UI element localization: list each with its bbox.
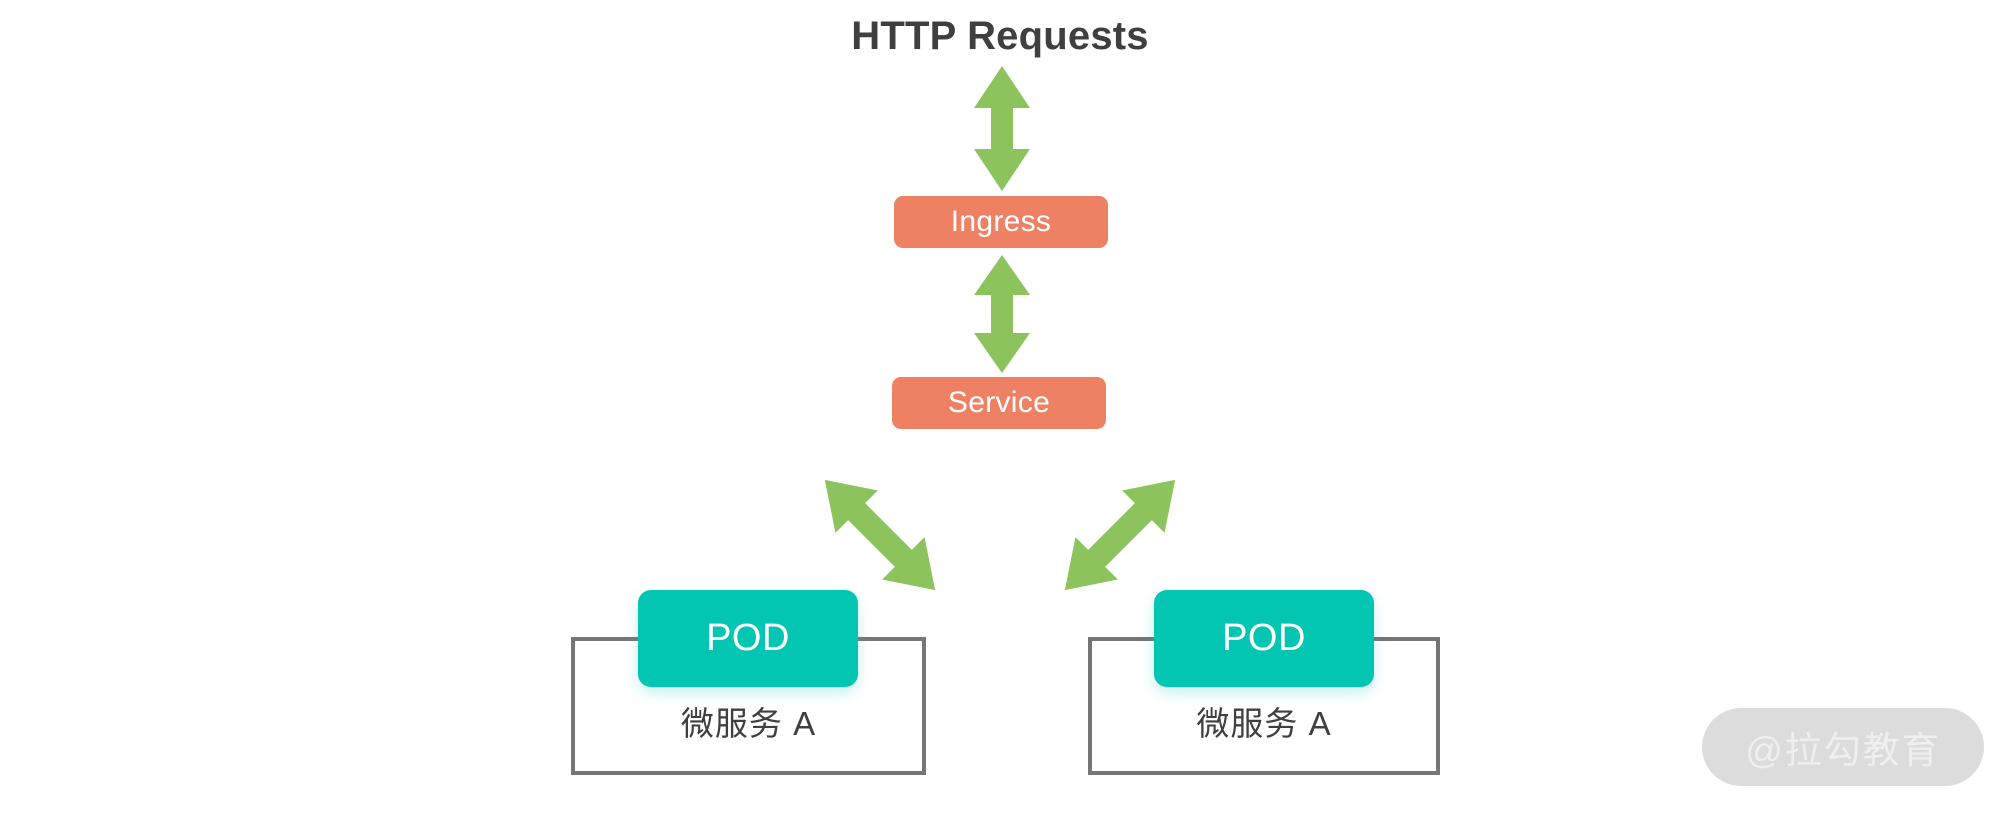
pod-right-label: POD <box>1222 617 1306 659</box>
watermark-text: @拉勾教育 <box>1745 730 1941 771</box>
arrow-ingress-to-service-icon <box>974 255 1030 373</box>
arrow-service-to-pod-left-icon <box>824 479 936 591</box>
pod-right[interactable]: POD <box>1154 590 1374 687</box>
node-ingress[interactable]: Ingress <box>894 196 1108 248</box>
arrow-service-to-pod-right-icon <box>1064 479 1176 591</box>
page-title: HTTP Requests <box>851 14 1149 58</box>
pod-left[interactable]: POD <box>638 590 858 687</box>
watermark-badge: @拉勾教育 <box>1702 708 1984 786</box>
node-service-label: Service <box>947 386 1051 419</box>
node-service[interactable]: Service <box>892 377 1106 429</box>
microservice-label-left: 微服务 A <box>680 705 817 742</box>
pod-left-label: POD <box>706 617 790 659</box>
arrow-requests-to-ingress-icon <box>974 66 1030 191</box>
node-ingress-label: Ingress <box>950 205 1052 238</box>
microservice-label-right: 微服务 A <box>1196 705 1332 742</box>
